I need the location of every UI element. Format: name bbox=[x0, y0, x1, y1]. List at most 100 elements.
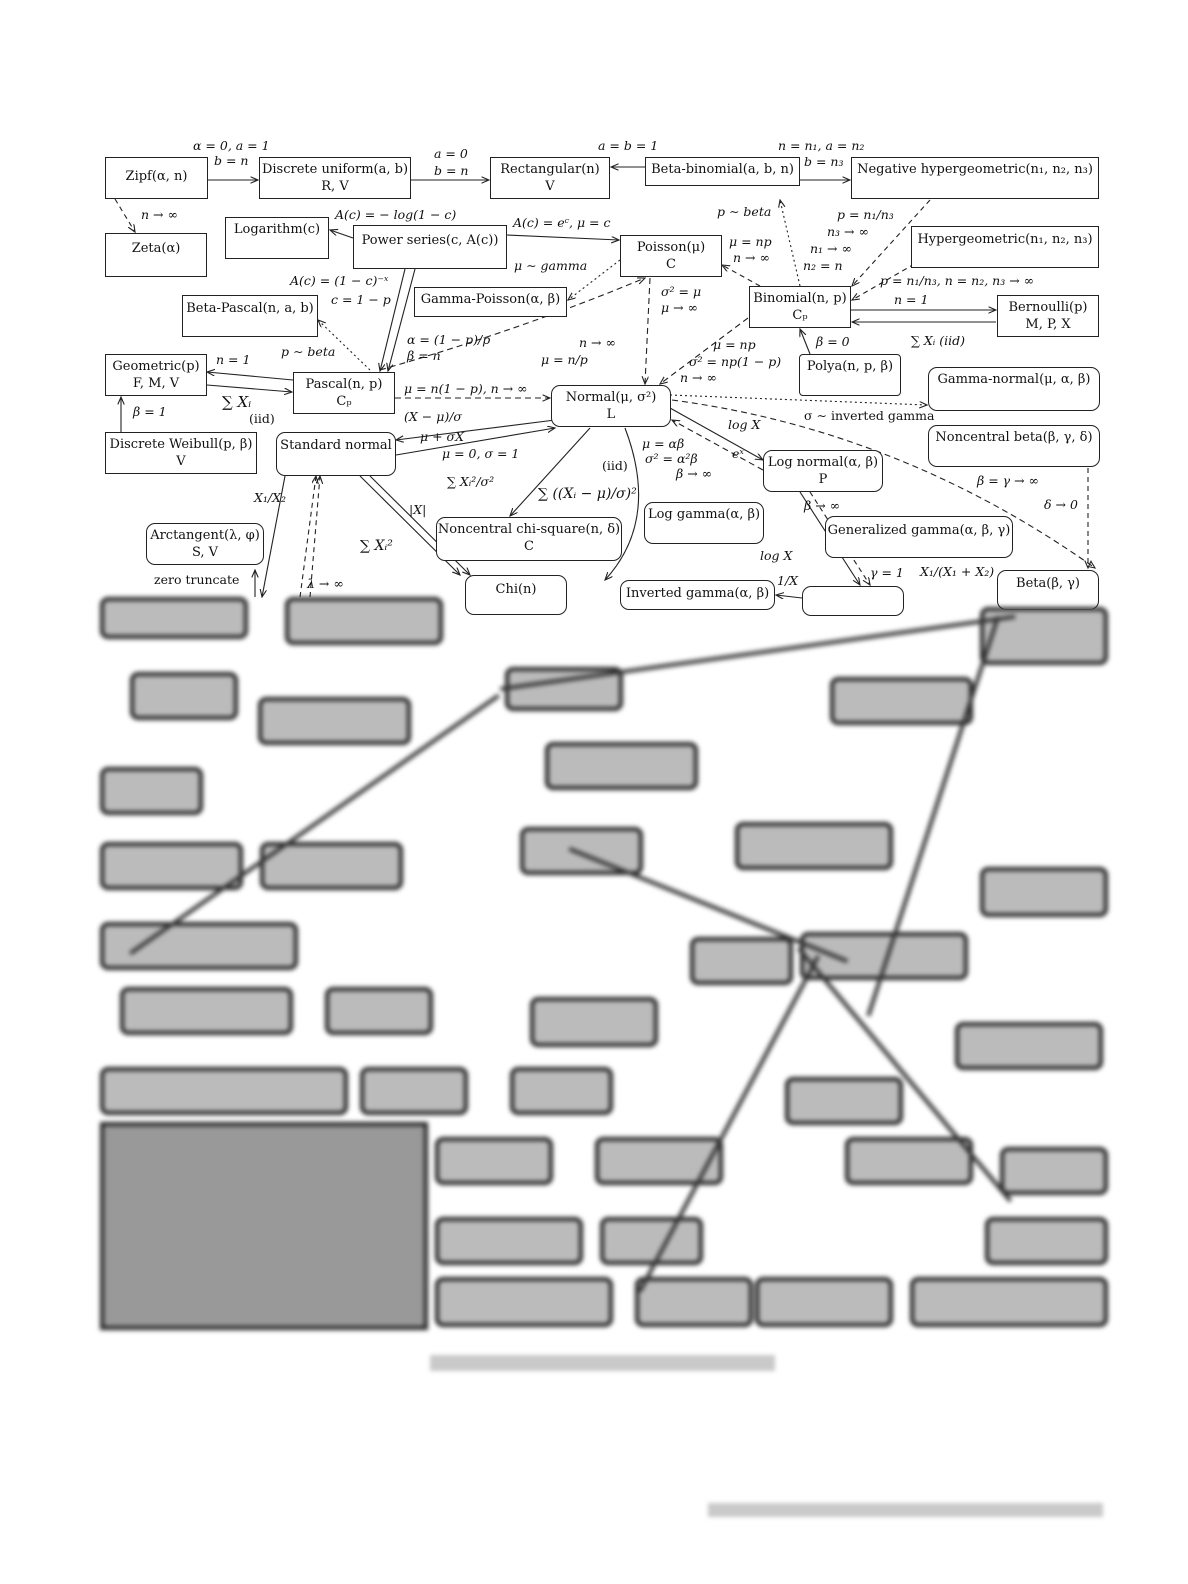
edge-label: n₃ → ∞ bbox=[827, 224, 869, 239]
edge bbox=[388, 268, 416, 371]
blurred-node bbox=[120, 987, 293, 1035]
blurred-node bbox=[545, 742, 698, 790]
node-noncentral-chi-square: Noncentral chi-square(n, δ) C bbox=[436, 517, 622, 561]
edge-label: μ + σX bbox=[420, 429, 464, 444]
blurred-node bbox=[510, 1067, 613, 1115]
edge bbox=[309, 476, 320, 598]
edge-label: n → ∞ bbox=[680, 370, 717, 385]
edge-label: p ∼ beta bbox=[281, 344, 336, 359]
blurred-node bbox=[910, 1277, 1108, 1327]
blurred-node bbox=[505, 667, 623, 711]
node-label: Gamma-normal(μ, α, β) bbox=[937, 372, 1091, 387]
edge bbox=[722, 265, 761, 287]
edge-label: n = 1 bbox=[894, 292, 929, 307]
edge-label: b = n₃ bbox=[804, 154, 844, 169]
node-label: Inverted gamma(α, β) bbox=[625, 586, 770, 601]
edge bbox=[396, 419, 556, 440]
node-properties: Cₚ bbox=[792, 308, 808, 323]
node-discrete-weibull: Discrete Weibull(p, β) V bbox=[105, 432, 257, 474]
edge-label: n → ∞ bbox=[733, 250, 770, 265]
blurred-node bbox=[260, 842, 403, 890]
node-pascal: Pascal(n, p)Cₚ bbox=[293, 372, 395, 414]
edge-label: c = 1 − p bbox=[331, 292, 391, 307]
node-label: Rectangular(n) bbox=[500, 162, 600, 177]
edge-label: μ = 0, σ = 1 bbox=[442, 446, 520, 461]
node-label: Poisson(μ) bbox=[636, 240, 706, 255]
node-chi: Chi(n) bbox=[465, 575, 567, 615]
edge-label: X₁/X₂ bbox=[254, 490, 287, 505]
blurred-node bbox=[845, 1137, 973, 1185]
node-bernoulli: Bernoulli(p)M, P, X bbox=[997, 295, 1099, 337]
edge-label: β = γ → ∞ bbox=[977, 473, 1039, 488]
node-beta-binomial: Beta-binomial(a, b, n) bbox=[645, 157, 800, 186]
edge-label: δ → 0 bbox=[1044, 497, 1078, 512]
blurred-node bbox=[435, 1217, 583, 1265]
node-label: Polya(n, p, β) bbox=[806, 359, 894, 374]
node-properties: C bbox=[524, 539, 534, 554]
node-negative-hypergeometric: Negative hypergeometric(n₁, n₂, n₃) bbox=[851, 157, 1099, 199]
edge-label: A(c) = (1 − c)⁻ˣ bbox=[290, 273, 389, 288]
edge-label: σ² = np(1 − p) bbox=[689, 354, 782, 369]
blurred-node bbox=[980, 607, 1108, 665]
node-zeta: Zeta(α) bbox=[105, 233, 207, 277]
node-label: Beta-binomial(a, b, n) bbox=[651, 162, 794, 177]
edge bbox=[671, 399, 1095, 568]
blurred-node bbox=[635, 1277, 753, 1327]
edge bbox=[660, 317, 749, 384]
blurred-node bbox=[830, 677, 973, 725]
node-label: Hypergeometric(n₁, n₂, n₃) bbox=[917, 232, 1093, 247]
edge-label: μ ∼ gamma bbox=[514, 258, 588, 273]
node-label: Geometric(p) bbox=[112, 359, 200, 374]
edge-label: A(c) = eᶜ, μ = c bbox=[513, 215, 611, 230]
edge-label: n = n₁, a = n₂ bbox=[778, 138, 865, 153]
edge bbox=[672, 420, 764, 471]
edge-label: zero truncate bbox=[154, 572, 240, 587]
node-noncentral-beta: Noncentral beta(β, γ, δ) bbox=[928, 425, 1100, 467]
node-label: Noncentral chi-square(n, δ) bbox=[437, 522, 621, 537]
node-label: Power series(c, A(c)) bbox=[361, 233, 499, 248]
node-polya: Polya(n, p, β) bbox=[799, 354, 901, 396]
blurred-node bbox=[690, 937, 793, 985]
edge bbox=[852, 199, 931, 286]
node-label: Discrete uniform(a, b) bbox=[261, 162, 409, 177]
node-rectangular: Rectangular(n)V bbox=[490, 157, 610, 199]
edge-label: μ = np bbox=[713, 337, 756, 352]
node-log-gamma: Log gamma(α, β) bbox=[644, 502, 764, 544]
edge-label: b = n bbox=[214, 153, 249, 168]
edge-label: X₁/(X₁ + X₂) bbox=[920, 564, 995, 579]
edge-label: μ = n(1 − p), n → ∞ bbox=[404, 381, 528, 396]
node-properties: V bbox=[176, 454, 186, 469]
edge-label: (iid) bbox=[249, 411, 275, 426]
edge bbox=[262, 475, 286, 597]
blurred-node bbox=[100, 597, 248, 639]
node-label: Pascal(n, p) bbox=[305, 377, 383, 392]
edge bbox=[645, 277, 651, 384]
node-label: Bernoulli(p) bbox=[1008, 300, 1088, 315]
node-label: Generalized gamma(α, β, γ) bbox=[827, 523, 1011, 538]
node-gamma-normal: Gamma-normal(μ, α, β) bbox=[928, 367, 1100, 411]
blurred-legend bbox=[100, 1122, 428, 1330]
edge bbox=[510, 427, 591, 516]
blurred-node bbox=[785, 1077, 903, 1125]
edge-label: (X − μ)/σ bbox=[404, 409, 462, 424]
edge bbox=[568, 259, 621, 300]
node-properties: S, V bbox=[191, 545, 219, 560]
edge bbox=[669, 407, 763, 460]
node-power-series: Power series(c, A(c)) bbox=[353, 225, 507, 269]
node-poisson: Poisson(μ)C bbox=[620, 235, 722, 277]
blurred-node bbox=[258, 697, 411, 745]
edge-label: p = n₁/n₃, n = n₂, n₃ → ∞ bbox=[880, 273, 1035, 288]
edge bbox=[207, 372, 294, 381]
node-label: Discrete Weibull(p, β) bbox=[109, 437, 253, 452]
edge-label: σ ∼ inverted gamma bbox=[804, 408, 935, 423]
node-beta-pascal: Beta-Pascal(n, a, b) bbox=[182, 295, 318, 337]
edge bbox=[206, 384, 292, 392]
node-label: Beta(β, γ) bbox=[1016, 576, 1080, 591]
node-label: Gamma-Poisson(α, β) bbox=[420, 292, 561, 307]
node-arctangent: Arctangent(λ, φ)S, V bbox=[146, 523, 264, 565]
edge bbox=[380, 268, 406, 371]
edge-label: n → ∞ bbox=[579, 335, 616, 350]
edge-label: μ = np bbox=[729, 234, 772, 249]
pixelated-diagram-region bbox=[100, 597, 1108, 1330]
